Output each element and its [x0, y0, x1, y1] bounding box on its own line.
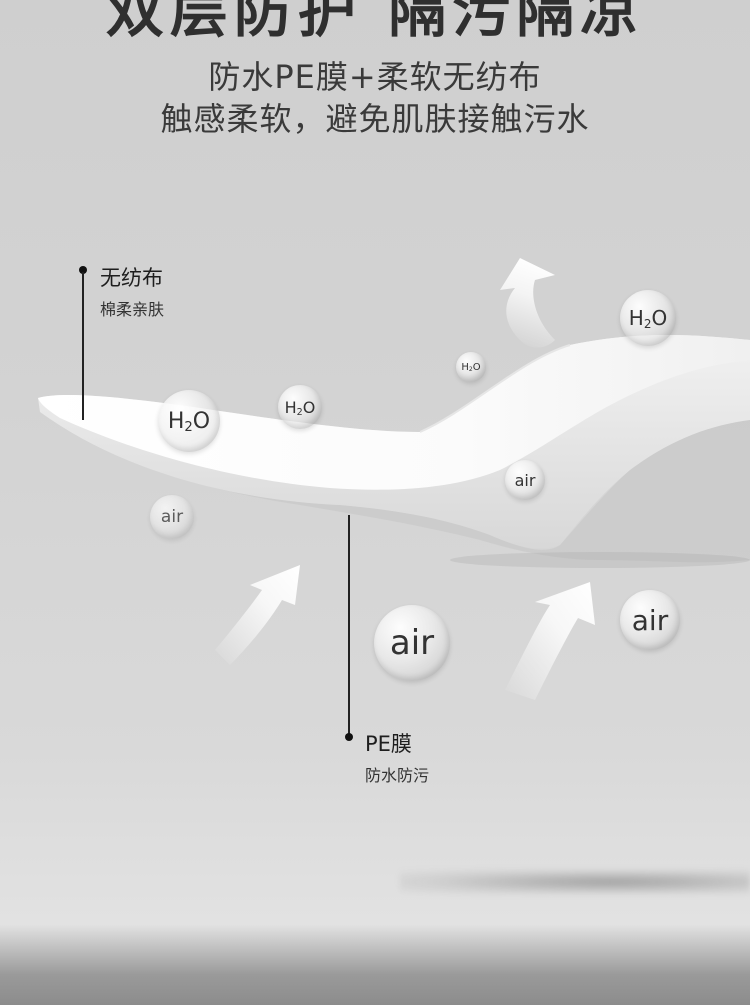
h2o-bubble-large-left: H2O: [158, 390, 220, 452]
h2o-bubble-right: H2O: [620, 290, 676, 346]
air-bubble-pad: air: [505, 460, 545, 500]
h2o-bubble-small: H2O: [456, 352, 486, 382]
arrow-up-left: [500, 258, 555, 348]
nonwoven-layer: [38, 335, 750, 490]
air-bubble-left: air: [150, 495, 194, 539]
air-bubble-right: air: [620, 590, 680, 650]
arrow-mid-left: [215, 565, 300, 665]
pe-film-layer: [40, 400, 750, 563]
pe-film-desc: 防水防污: [365, 766, 430, 785]
subtitle-benefit: 触感柔软，避免肌肤接触污水: [160, 100, 590, 138]
air-bubble-large: air: [374, 605, 450, 681]
subtitle-materials: 防水PE膜+柔软无纺布: [208, 58, 542, 96]
top-label-dot: [79, 266, 87, 274]
floor-shadow: [400, 870, 750, 894]
h2o-bubble-mid: H2O: [278, 385, 322, 429]
pe-film-label: PE膜: [365, 732, 412, 756]
headline: 双层防护 隔污隔凉: [105, 0, 645, 45]
top-leader-line: [82, 272, 84, 420]
bottom-leader-line: [348, 515, 350, 737]
nonwoven-label: 无纺布: [100, 266, 163, 290]
bottom-label-dot: [345, 733, 353, 741]
nonwoven-desc: 棉柔亲肤: [100, 300, 165, 319]
arrow-mid-right: [505, 582, 595, 700]
